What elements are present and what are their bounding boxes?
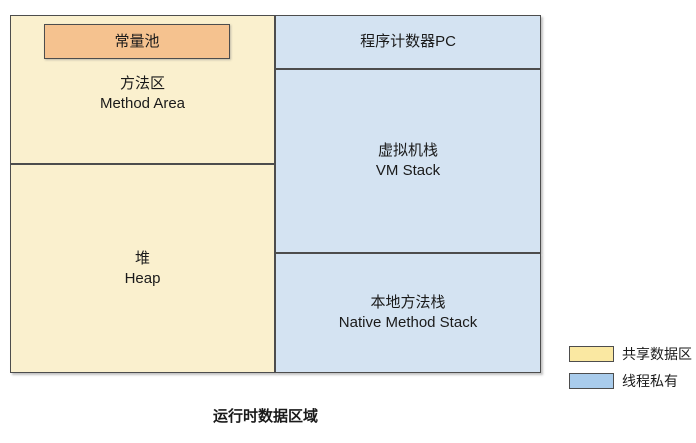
method-area-label-en: Method Area	[99, 95, 186, 112]
constant-pool-label: 常量池	[114, 32, 160, 50]
native-method-stack-box: 本地方法栈 Native Method Stack	[275, 253, 541, 373]
heap-box: 堆 Heap	[10, 164, 275, 373]
heap-label-en: Heap	[124, 269, 161, 287]
legend-item-thread-private: 线程私有	[569, 370, 692, 391]
method-area-label-zh: 方法区	[119, 75, 165, 92]
diagram-caption: 运行时数据区域	[212, 408, 318, 425]
native-method-stack-label-zh: 本地方法栈	[370, 294, 446, 311]
method-area-box: 常量池 方法区 Method Area	[10, 15, 275, 164]
program-counter-box: 程序计数器PC	[275, 15, 541, 69]
method-area-label: 方法区 Method Area	[100, 74, 185, 114]
constant-pool-box: 常量池	[44, 24, 230, 59]
vm-stack-label-zh: 虚拟机栈	[377, 142, 438, 159]
legend-item-shared: 共享数据区	[569, 343, 692, 364]
vm-stack-label-en: VM Stack	[375, 162, 441, 179]
legend-label-shared: 共享数据区	[622, 345, 692, 362]
native-method-stack-label-en: Native Method Stack	[338, 314, 478, 331]
legend-swatch-shared	[569, 345, 614, 362]
legend: 共享数据区 线程私有	[569, 343, 692, 397]
legend-swatch-thread-private	[569, 372, 614, 389]
heap-label-zh: 堆	[134, 249, 150, 267]
vm-stack-box: 虚拟机栈 VM Stack	[275, 69, 541, 253]
legend-label-thread-private: 线程私有	[622, 372, 678, 389]
program-counter-label: 程序计数器PC	[360, 33, 456, 50]
